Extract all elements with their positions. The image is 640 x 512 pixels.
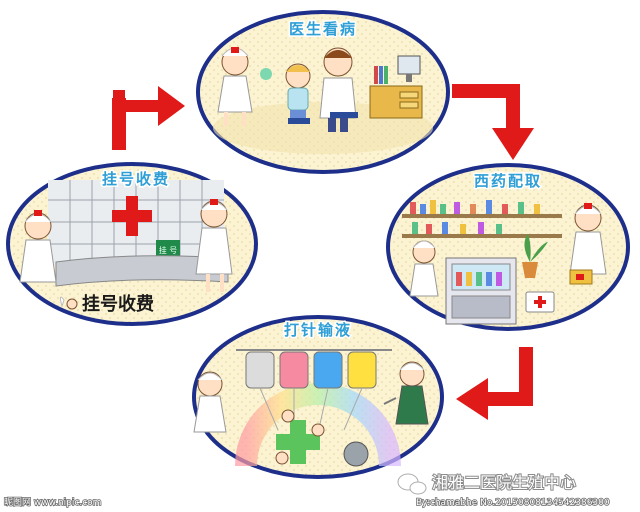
doctor-figure — [319, 47, 357, 132]
stage-title: 挂号收费 — [102, 170, 170, 188]
counter-plate-text: 挂 号 — [159, 245, 178, 255]
child-figure — [311, 423, 325, 437]
credit-id: By:chamabhe No.20150808134542386300 — [416, 498, 610, 508]
watermark-text: 湘雅二医院生殖中心 — [432, 473, 576, 492]
chair — [330, 112, 358, 118]
rainbow — [235, 383, 401, 467]
child-figure — [281, 409, 295, 423]
nurse-figure — [409, 240, 439, 297]
machine-dial — [343, 441, 369, 467]
toy — [260, 68, 272, 80]
desk — [369, 55, 423, 119]
nurse-figure — [19, 210, 57, 283]
red-cross-icon — [112, 196, 152, 236]
green-cross-icon — [276, 420, 320, 464]
stage-title: 医生看病 — [289, 20, 357, 38]
nurse-figure — [195, 199, 233, 292]
medicine-cabinet — [445, 257, 517, 325]
registration-sign: 挂号收费 — [82, 293, 154, 315]
arrow-pharmacy-to-injection — [456, 347, 533, 420]
stage-title: 打针输液 — [284, 321, 352, 339]
iv-bags — [236, 349, 392, 431]
medicine-shelf — [402, 200, 562, 238]
stage-pharmacy: 西药配取 — [386, 163, 630, 331]
stage-registration: 挂号收费 挂 号 挂号收费 — [6, 162, 258, 326]
arrow-registration-to-doctor-stem — [112, 98, 126, 150]
nurse-figure — [217, 47, 253, 126]
chair — [288, 118, 310, 124]
angel-mascot-icon — [59, 296, 78, 310]
first-aid-box — [525, 291, 555, 313]
counter-desk — [55, 255, 229, 287]
stage-injection: 打针输液 — [192, 315, 444, 479]
nurse-figure — [193, 371, 227, 433]
stage-title: 西药配取 — [474, 172, 542, 190]
arrow-doctor-to-pharmacy — [452, 84, 534, 160]
wechat-icon — [397, 473, 427, 495]
flow-arrows — [112, 84, 534, 420]
watermark: 湘雅二医院生殖中心 — [397, 472, 577, 495]
credit-site: 昵图网 www.nipic.com — [4, 497, 101, 508]
nurse-figure — [569, 203, 607, 285]
child-figure — [275, 451, 289, 465]
stage-doctor-visit: 医生看病 — [196, 10, 450, 174]
counter-plate — [156, 240, 180, 258]
child-patient-figure — [285, 63, 311, 122]
arrow-registration-to-doctor — [113, 86, 185, 148]
potted-plant — [522, 234, 548, 278]
nurse-figure — [383, 361, 429, 425]
